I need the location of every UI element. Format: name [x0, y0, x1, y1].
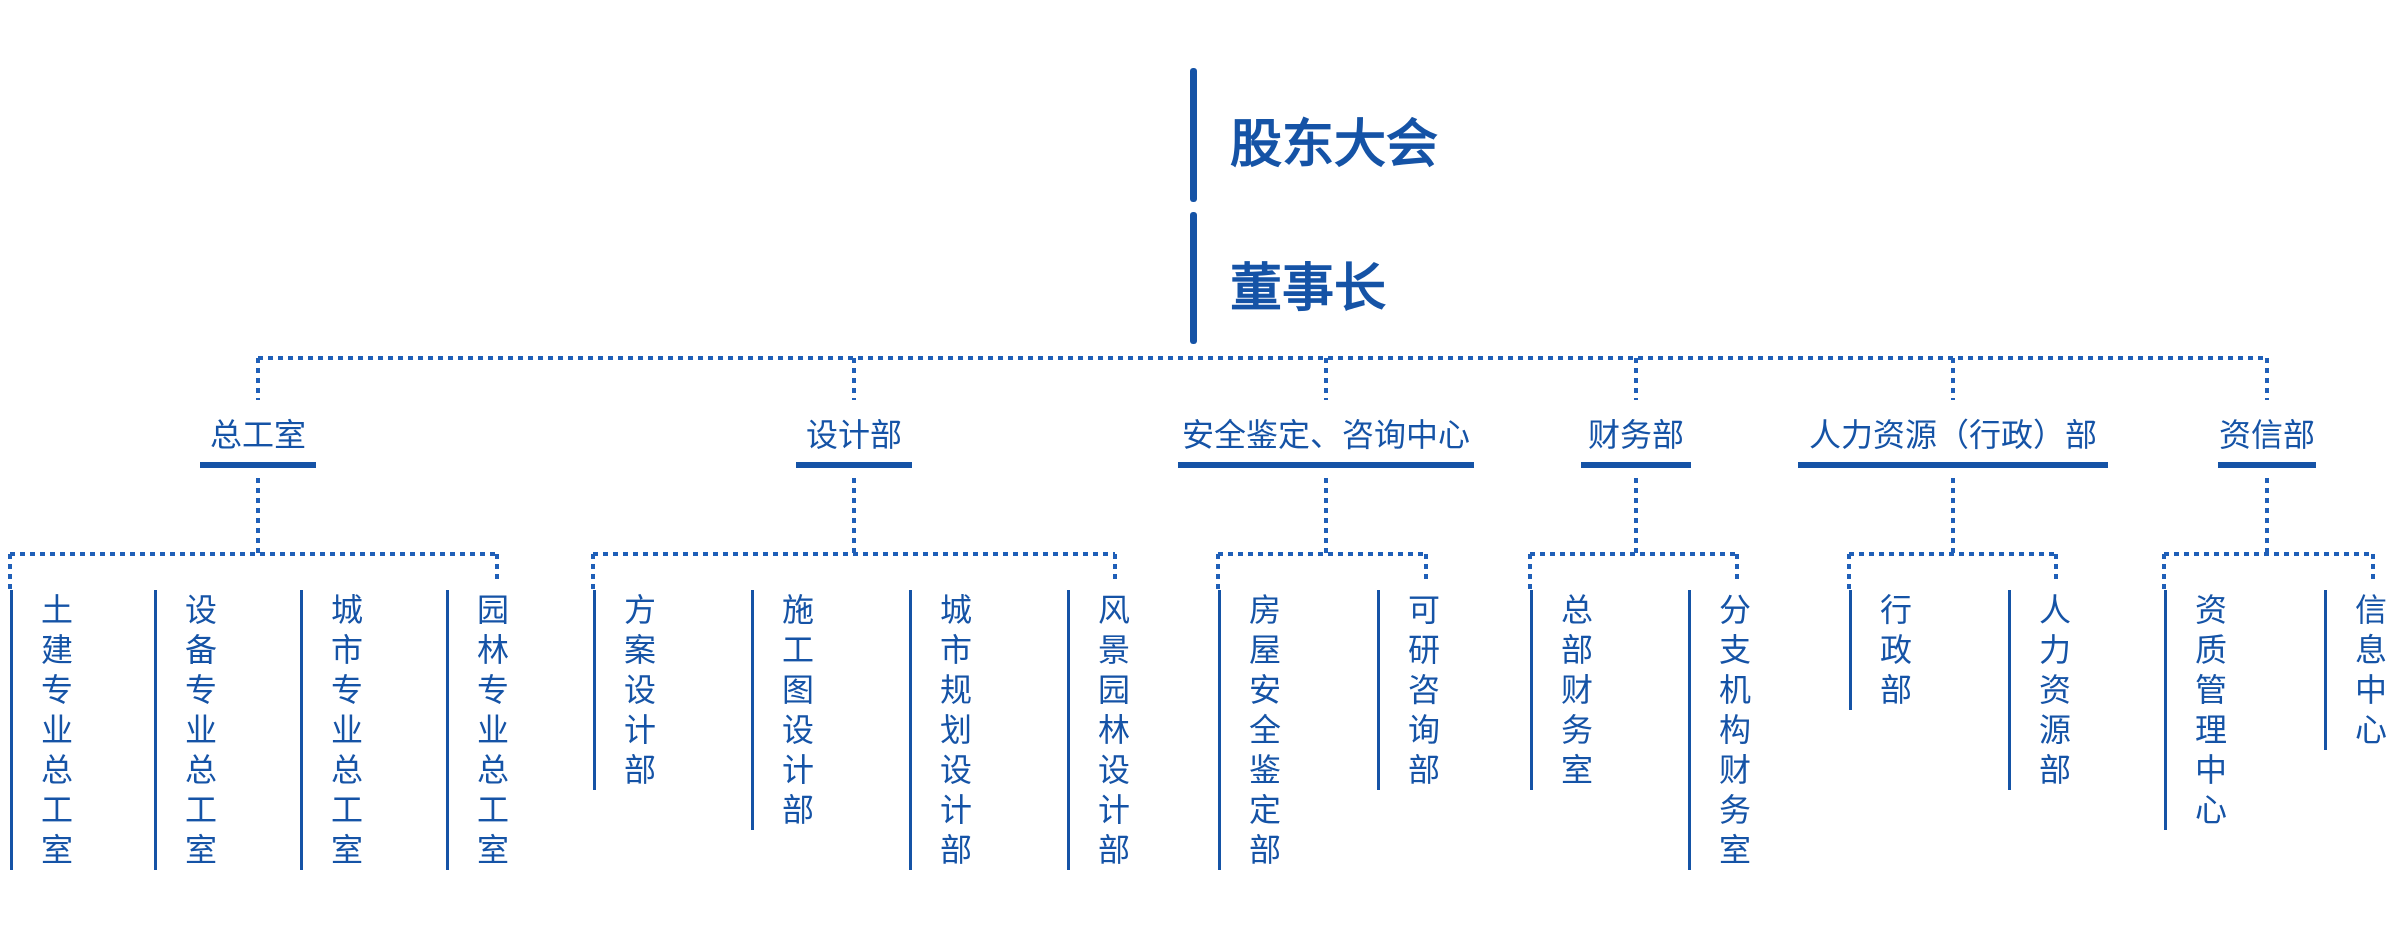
- sub-unit: 资质管理中心: [2164, 590, 2231, 830]
- sub-unit: 人力资源部: [2008, 590, 2075, 790]
- sub-unit-label: 设备专业总工室: [185, 591, 218, 869]
- department-label: 财务部: [1587, 416, 1684, 454]
- sub-unit: 设备专业总工室: [154, 590, 221, 870]
- sub-unit: 方案设计部: [593, 590, 660, 790]
- shareholders-meeting-label: 股东大会: [1230, 115, 1439, 175]
- sub-unit: 风景园林设计部: [1067, 590, 1134, 870]
- sub-unit: 行政部: [1849, 590, 1916, 710]
- department-node: 人力资源（行政）部: [1798, 410, 2108, 468]
- sub-unit-label: 行政部: [1880, 591, 1913, 709]
- sub-unit: 可研咨询部: [1377, 590, 1444, 790]
- department-label: 资信部: [2218, 416, 2316, 454]
- department-node: 安全鉴定、咨询中心: [1176, 410, 1476, 468]
- sub-unit: 园林专业总工室: [446, 590, 513, 870]
- sub-unit-label: 土建专业总工室: [41, 591, 74, 869]
- sub-unit-label: 资质管理中心: [2195, 591, 2228, 829]
- sub-unit: 分支机构财务室: [1688, 590, 1755, 870]
- department-node: 资信部: [2213, 410, 2321, 468]
- department-underline: [1177, 462, 1474, 468]
- department-underline: [200, 462, 316, 468]
- department-node: 总工室: [200, 410, 316, 468]
- sub-unit: 城市规划设计部: [909, 590, 976, 870]
- department-underline: [1581, 462, 1691, 468]
- sub-unit-label: 施工图设计部: [782, 591, 815, 829]
- department-underline: [2217, 462, 2316, 468]
- department-label: 安全鉴定、咨询中心: [1181, 416, 1471, 454]
- department-underline: [1798, 462, 2108, 468]
- department-node: 财务部: [1581, 410, 1691, 468]
- sub-unit: 城市专业总工室: [300, 590, 367, 870]
- sub-unit: 土建专业总工室: [10, 590, 77, 870]
- sub-unit: 施工图设计部: [751, 590, 818, 830]
- sub-unit-label: 风景园林设计部: [1098, 591, 1131, 869]
- chairman-bar: [1190, 212, 1197, 344]
- sub-unit-label: 房屋安全鉴定部: [1249, 591, 1282, 869]
- sub-unit: 总部财务室: [1530, 590, 1597, 790]
- department-node: 设计部: [796, 410, 912, 468]
- sub-unit-label: 可研咨询部: [1408, 591, 1441, 789]
- sub-unit-label: 城市规划设计部: [940, 591, 973, 869]
- sub-unit-label: 方案设计部: [624, 591, 657, 789]
- sub-unit: 信息中心: [2324, 590, 2391, 750]
- department-underline: [796, 462, 912, 468]
- shareholders-meeting-bar: [1190, 68, 1197, 202]
- department-label: 设计部: [805, 416, 902, 454]
- sub-unit-label: 分支机构财务室: [1719, 591, 1752, 869]
- sub-unit-label: 总部财务室: [1561, 591, 1594, 789]
- department-label: 人力资源（行政）部: [1808, 416, 2097, 454]
- sub-unit-label: 园林专业总工室: [477, 591, 510, 869]
- sub-unit: 房屋安全鉴定部: [1218, 590, 1285, 870]
- sub-unit-label: 信息中心: [2355, 591, 2388, 749]
- chairman-label: 董事长: [1230, 259, 1387, 319]
- sub-unit-label: 人力资源部: [2039, 591, 2072, 789]
- sub-unit-label: 城市专业总工室: [331, 591, 364, 869]
- department-label: 总工室: [209, 416, 306, 454]
